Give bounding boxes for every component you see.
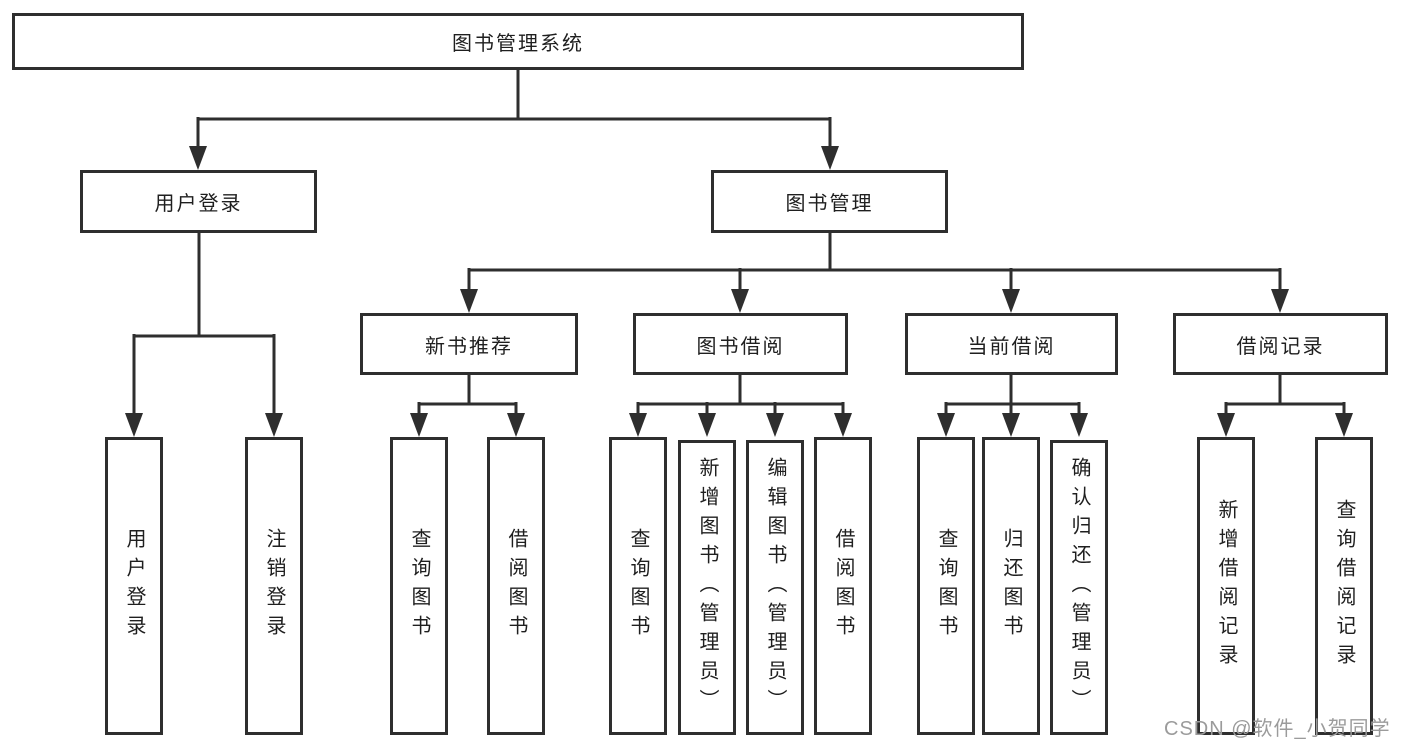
node-label: 图书管理 [785, 193, 874, 215]
node-book-management-branch: 图书管理 [711, 170, 948, 233]
node-label: 用户登录 [154, 193, 243, 215]
csdn-watermark: CSDN @软件_小贺同学 [1164, 718, 1391, 740]
node-label: 新增借阅记录 [1215, 499, 1237, 673]
node-borrow-records: 借阅记录 [1173, 313, 1388, 375]
leaf-add-borrow-record: 新增借阅记录 [1197, 437, 1255, 735]
node-label: 借阅图书 [505, 528, 527, 644]
node-label: 用户登录 [123, 528, 145, 644]
node-label: 图书借阅 [696, 335, 785, 358]
node-label: 借阅记录 [1236, 335, 1325, 358]
node-label: 归还图书 [1000, 528, 1022, 644]
node-label: 新书推荐 [425, 335, 513, 358]
node-label: 查询图书 [627, 528, 649, 644]
leaf-borrow-books: 借阅图书 [814, 437, 872, 735]
node-book-borrow: 图书借阅 [633, 313, 848, 375]
leaf-return-book: 归还图书 [982, 437, 1040, 735]
leaf-confirm-return-admin: 确认归还（管理员） [1050, 440, 1108, 735]
node-label: 查询图书 [935, 528, 957, 644]
leaf-query-borrow-record: 查询借阅记录 [1315, 437, 1373, 735]
node-label: 图书管理系统 [452, 33, 584, 55]
leaf-query-books-current: 查询图书 [917, 437, 975, 735]
node-library-management-system: 图书管理系统 [12, 13, 1024, 70]
node-label: 查询图书 [408, 528, 430, 644]
leaf-query-books-borrow: 查询图书 [609, 437, 667, 735]
leaf-query-books-recommend: 查询图书 [390, 437, 448, 735]
node-label: 查询借阅记录 [1333, 499, 1355, 673]
node-label: 确认归还（管理员） [1068, 457, 1090, 718]
node-new-book-recommend: 新书推荐 [360, 313, 578, 375]
node-label: 借阅图书 [832, 528, 854, 644]
node-label: 编辑图书（管理员） [764, 457, 786, 718]
leaf-borrow-books-recommend: 借阅图书 [487, 437, 545, 735]
leaf-edit-book-admin: 编辑图书（管理员） [746, 440, 804, 735]
node-label: 当前借阅 [967, 335, 1056, 358]
leaf-user-login: 用户登录 [105, 437, 163, 735]
node-user-login-branch: 用户登录 [80, 170, 317, 233]
node-current-borrow: 当前借阅 [905, 313, 1118, 375]
leaf-logout: 注销登录 [245, 437, 303, 735]
node-label: 新增图书（管理员） [696, 457, 718, 718]
node-label: 注销登录 [263, 528, 285, 644]
leaf-add-book-admin: 新增图书（管理员） [678, 440, 736, 735]
